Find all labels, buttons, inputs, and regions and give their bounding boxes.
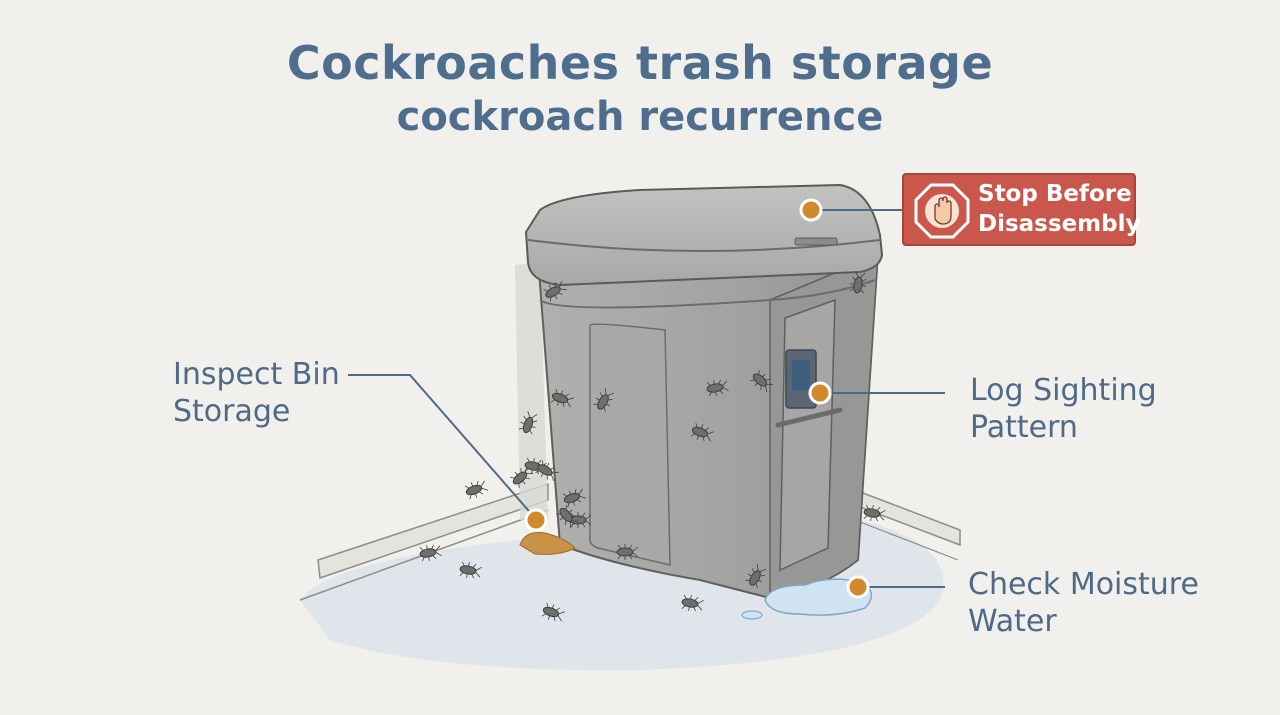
baseboard-left (317, 482, 549, 580)
cockroach (562, 488, 587, 508)
stop-line1: Stop Before (978, 181, 1132, 207)
cockroaches (419, 271, 886, 622)
callout-log-line2: Pattern (970, 410, 1078, 445)
cockroach (556, 505, 579, 529)
cockroach (510, 465, 534, 488)
callout-moisture-line2: Water (968, 604, 1057, 639)
callout-log-line1: Log Sighting (970, 373, 1157, 408)
cockroach (541, 602, 566, 622)
page-subtitle: cockroach recurrence (396, 94, 884, 140)
cockroach (459, 561, 482, 579)
cockroach (550, 388, 575, 408)
trash-bin (536, 250, 880, 600)
stop-text: Stop Before Disassembly (978, 179, 1140, 239)
marker-log (808, 381, 832, 405)
callout-moisture: Check Moisture Water (968, 566, 1199, 640)
callout-log: Log Sighting Pattern (970, 372, 1157, 446)
cockroach (745, 564, 766, 588)
cockroach (464, 480, 489, 500)
residue-puddle (519, 532, 576, 555)
cockroach (681, 594, 704, 612)
cockroach (750, 370, 774, 393)
cockroach (419, 544, 442, 562)
marker-inspect (524, 508, 548, 532)
callout-moisture-line1: Check Moisture (968, 567, 1199, 602)
leader-lines (348, 209, 945, 588)
callout-inspect-line1: Inspect Bin (173, 357, 340, 392)
cockroach (593, 388, 614, 412)
cockroach (616, 544, 639, 560)
cockroach (543, 281, 567, 302)
callout-inspect-line2: Storage (173, 394, 291, 429)
callout-inspect: Inspect Bin Storage (173, 356, 340, 430)
cockroach (535, 460, 559, 481)
cockroach (849, 271, 867, 294)
cockroach (863, 504, 886, 522)
page-title: Cockroaches trash storage (286, 36, 994, 90)
marker-moisture (846, 575, 870, 599)
markers (524, 198, 870, 599)
cockroach (690, 422, 715, 442)
stop-hand-icon (914, 183, 970, 239)
bin-lid (524, 183, 884, 287)
marker-stop (799, 198, 823, 222)
cockroach (706, 379, 729, 397)
stop-line2: Disassembly (978, 211, 1141, 237)
stop-badge: Stop Before Disassembly (902, 173, 1140, 246)
cockroach (518, 410, 538, 435)
cockroach (524, 457, 547, 475)
water-puddle (764, 578, 873, 616)
